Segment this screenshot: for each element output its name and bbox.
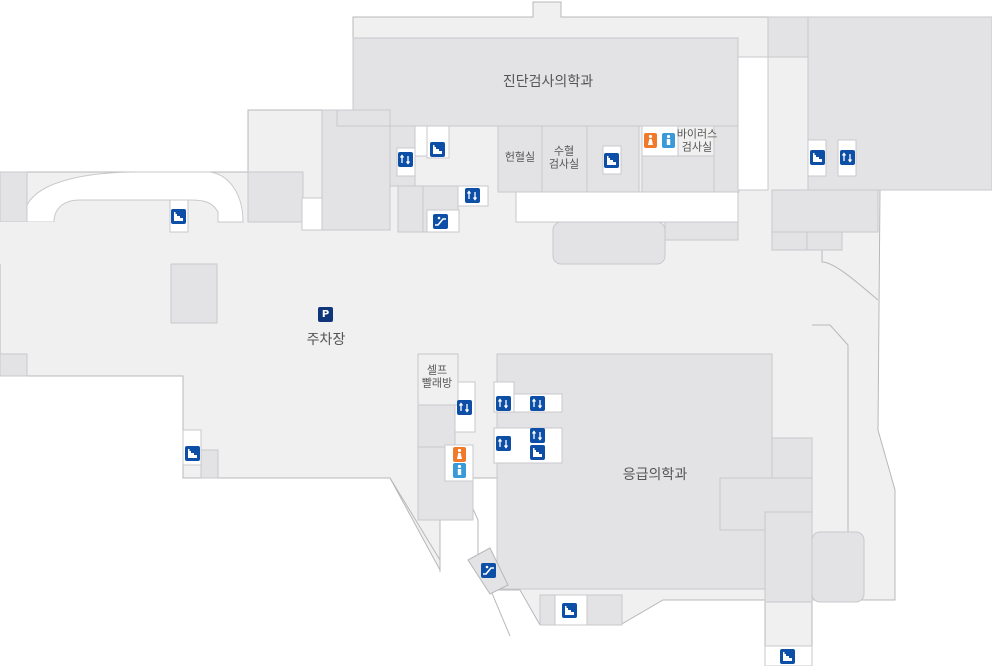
- room-lab-lower: [552, 221, 666, 265]
- label-laundry: 셀프 빨래방: [421, 363, 453, 389]
- room-west-south: [200, 449, 219, 479]
- male-restroom-icon[interactable]: [453, 463, 466, 478]
- room-pillar: [170, 263, 218, 324]
- room-east-2: [771, 231, 808, 251]
- room-east-3: [806, 231, 843, 251]
- room-north-block: [336, 109, 391, 127]
- elevator-icon[interactable]: [398, 152, 413, 167]
- transfusion-lab-room: [541, 125, 588, 193]
- room-west-bottom: [0, 353, 28, 377]
- stairs-icon[interactable]: [185, 446, 200, 461]
- elevator-icon[interactable]: [496, 436, 511, 451]
- male-restroom-icon[interactable]: [662, 133, 675, 148]
- label-emergency: 응급의학과: [622, 466, 688, 483]
- west-arch-void: [26, 171, 244, 223]
- east-curve-line: [821, 250, 879, 301]
- room-emergency-east-3: [764, 511, 813, 603]
- elevator-icon[interactable]: [840, 150, 855, 165]
- label-diagnostic-lab: 진단검사의학과: [502, 73, 594, 90]
- room-emergency-east-4: [811, 531, 865, 603]
- female-restroom-icon[interactable]: [644, 133, 657, 148]
- elevator-icon[interactable]: [496, 396, 511, 411]
- room-laundry-strip: [417, 404, 456, 448]
- stairs-icon[interactable]: [810, 150, 825, 165]
- elevator-icon[interactable]: [530, 396, 545, 411]
- southwest-corridor-wall: [389, 477, 441, 572]
- room-northeast-small: [767, 16, 809, 58]
- female-restroom-icon[interactable]: [453, 447, 466, 462]
- virus-lab-room: [641, 155, 715, 193]
- label-blood-collection: 헌혈실: [504, 150, 536, 164]
- stairs-icon[interactable]: [530, 445, 545, 460]
- stairs-icon[interactable]: [430, 142, 445, 157]
- frame-laundry-label: [417, 353, 459, 406]
- elevator-icon[interactable]: [530, 428, 545, 443]
- corridor-lab-front: [515, 191, 739, 223]
- label-virus-lab: 바이러스 검사실: [676, 127, 718, 153]
- blood-collection-room: [497, 125, 543, 193]
- room-northeast: [807, 16, 992, 191]
- room-north-corridor-right: [321, 109, 391, 231]
- room-lab-lower-2: [664, 221, 739, 241]
- label-parking: 주차장: [306, 331, 346, 348]
- elevator-icon[interactable]: [465, 188, 480, 203]
- room-north-2: [397, 185, 424, 233]
- room-left-wing: [247, 171, 304, 223]
- room-west-top: [0, 171, 28, 223]
- escalator-icon[interactable]: [433, 214, 448, 229]
- escalator-icon[interactable]: [481, 563, 496, 578]
- stairs-icon[interactable]: [780, 649, 795, 664]
- room-emergency-east-1: [771, 437, 813, 479]
- emergency-room: [496, 353, 773, 590]
- stairs-icon[interactable]: [562, 603, 577, 618]
- stairs-icon[interactable]: [604, 153, 619, 168]
- corridors: [0, 56, 769, 264]
- room-virus-2: [713, 125, 740, 193]
- corridor-east-void: [737, 56, 769, 191]
- corridor-north-gap: [301, 197, 323, 231]
- room-virus-1: [586, 125, 640, 193]
- elevator-icon[interactable]: [457, 400, 472, 415]
- label-transfusion-lab: 수혈 검사실: [548, 144, 580, 170]
- parking-badge: P: [318, 307, 333, 322]
- room-east-1: [771, 189, 879, 233]
- corridor-west-block: [0, 222, 171, 264]
- east-corridor-line: [812, 324, 849, 540]
- stairs-icon[interactable]: [171, 209, 186, 224]
